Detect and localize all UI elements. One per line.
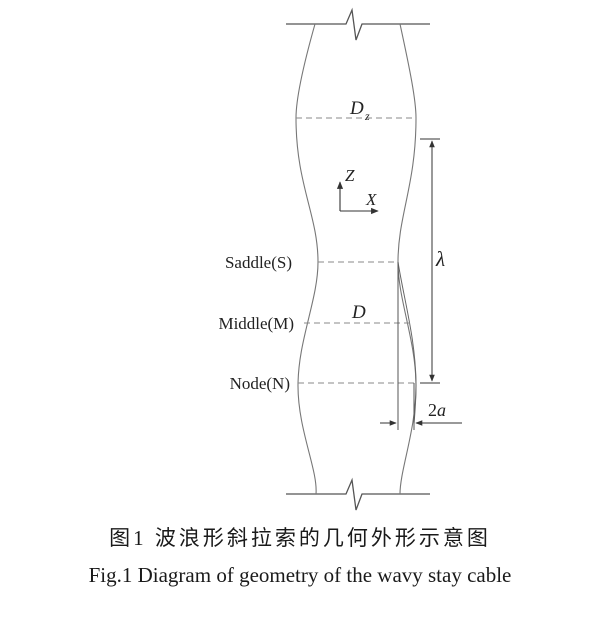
middle-label: Middle(M) [218,314,294,333]
cable-right-outline [397,23,417,495]
dz-label: D [349,98,364,119]
figure-caption-english: Fig.1 Diagram of geometry of the wavy st… [88,563,512,587]
dz-subscript: z [364,109,370,123]
cable-left-outline [295,23,319,495]
x-axis-label: X [365,190,377,209]
node-label: Node(N) [230,374,290,393]
bottom-break-line [286,477,430,511]
lambda-label: λ [435,247,445,271]
saddle-label: Saddle(S) [225,253,292,272]
z-axis-label: Z [345,166,355,185]
two-a-label: 2a [428,400,446,420]
figure-caption-chinese: 图1 波浪形斜拉索的几何外形示意图 [109,526,491,550]
diameter-label: D [351,302,366,323]
amplitude-reference-curve [397,261,417,425]
top-break-line [286,7,430,41]
